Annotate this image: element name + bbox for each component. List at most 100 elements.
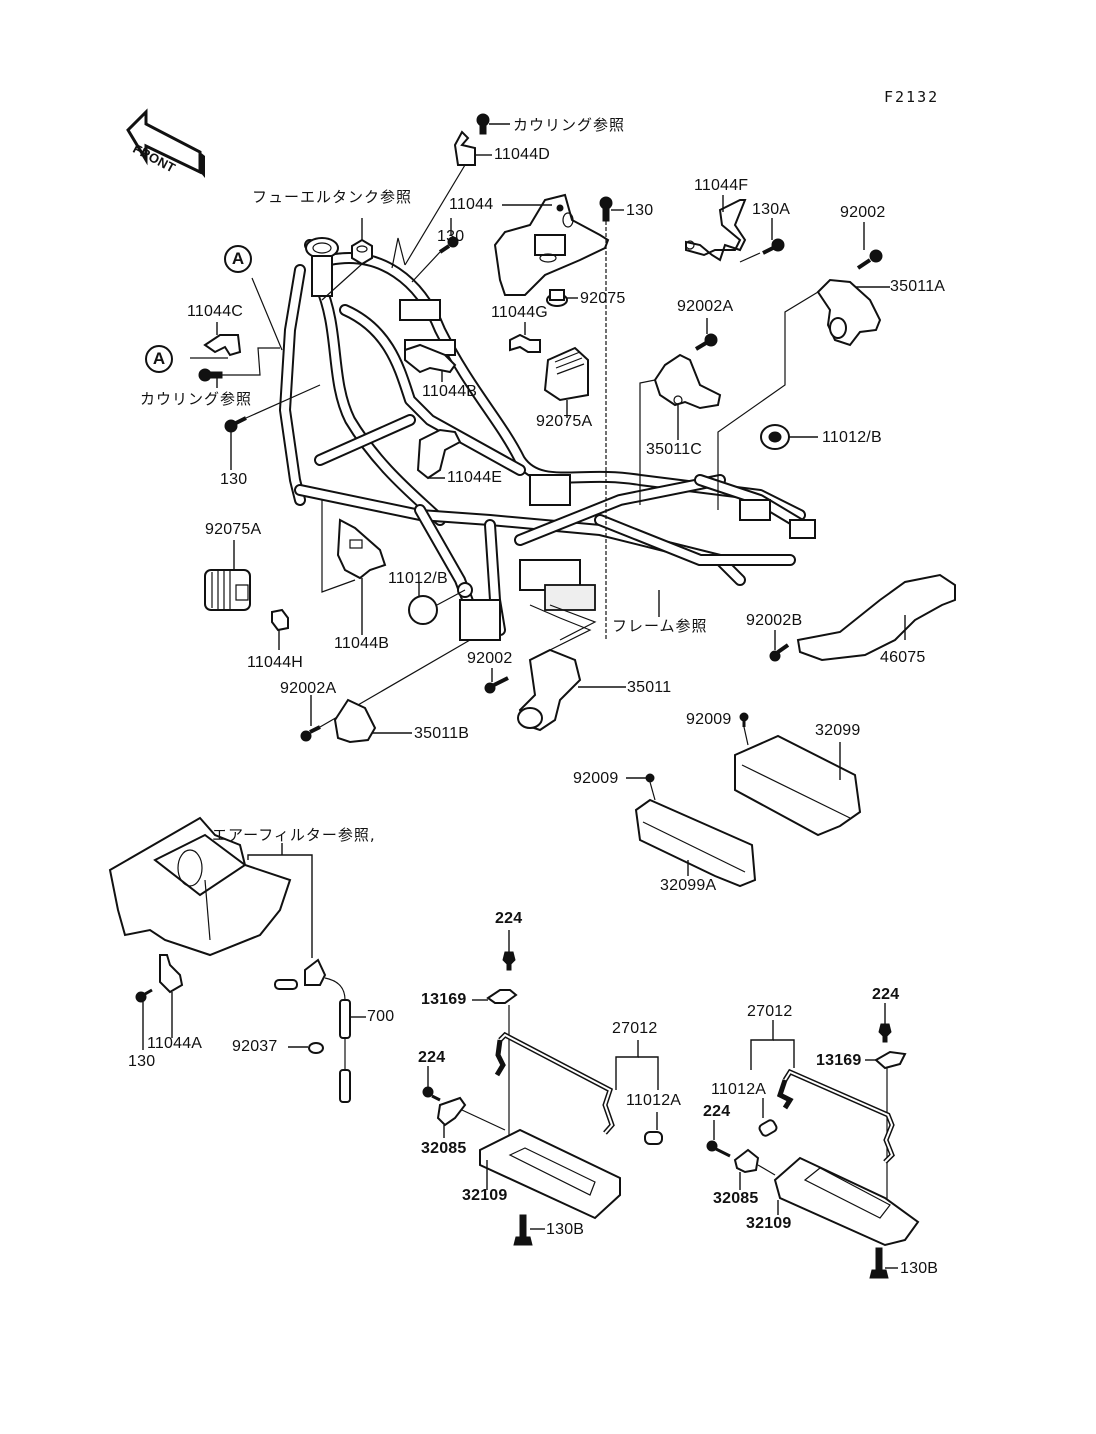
part-label-27012-r[interactable]: 27012	[747, 1003, 793, 1020]
bolt-224-l1	[502, 930, 516, 971]
bracket-11044B-bottom	[321, 500, 387, 635]
side-cover-32099	[734, 734, 862, 837]
part-label-92002-top[interactable]: 92002	[840, 204, 886, 221]
part-label-11044E[interactable]: 11044E	[447, 469, 503, 486]
tray-32109-l	[479, 1128, 621, 1220]
main-frame	[279, 237, 816, 641]
bolt-92002A-top	[694, 318, 718, 351]
part-label-224-r2[interactable]: 224	[703, 1103, 731, 1120]
grommet-11012B-right	[760, 424, 818, 450]
bolt-92009-a	[739, 712, 749, 746]
part-label-35011A[interactable]: 35011A	[890, 278, 946, 295]
part-label-11012A-l[interactable]: 11012A	[626, 1092, 682, 1109]
bolt-cowling-top	[476, 113, 510, 135]
nut-fuel-tank	[321, 218, 373, 301]
part-label-11012B-mid[interactable]: 11012/B	[388, 570, 448, 587]
bolt-130-top	[599, 196, 624, 640]
part-label-224-l2[interactable]: 224	[418, 1049, 446, 1066]
part-label-92075[interactable]: 92075	[580, 290, 626, 307]
part-label-32109-l[interactable]: 32109	[462, 1187, 508, 1204]
part-label-35011B[interactable]: 35011B	[414, 725, 470, 742]
part-label-11012A-r[interactable]: 11012A	[711, 1081, 767, 1098]
part-label-11044F[interactable]: 11044F	[694, 177, 749, 194]
part-label-224-r1[interactable]: 224	[872, 986, 900, 1003]
part-label-11044G[interactable]: 11044G	[491, 304, 548, 321]
part-label-92037[interactable]: 92037	[232, 1038, 278, 1055]
bracket-11044F	[685, 195, 747, 262]
reference-marker-a-top: A	[224, 245, 252, 273]
clip-11044H	[271, 608, 289, 650]
cowling-reference-top: カウリング参照	[513, 116, 626, 134]
air-filter-box	[108, 816, 292, 957]
part-label-32099A[interactable]: 32099A	[660, 877, 717, 894]
reference-marker-a-left: A	[145, 345, 173, 373]
hose-700	[274, 958, 366, 1103]
part-label-130B-r[interactable]: 130B	[900, 1260, 939, 1277]
bolt-92002-mid	[484, 668, 509, 694]
frame-reference-leader	[549, 590, 660, 641]
cap-11012A-r	[758, 1098, 778, 1137]
part-label-92002A-top[interactable]: 92002A	[677, 298, 734, 315]
bracket-11044D	[391, 130, 492, 269]
part-label-92075A-top[interactable]: 92075A	[536, 413, 593, 430]
bracket-13169-r	[865, 1050, 907, 1205]
part-label-11044D[interactable]: 11044D	[494, 146, 551, 163]
part-label-27012-l[interactable]: 27012	[612, 1020, 658, 1037]
part-label-92002A-bottom[interactable]: 92002A	[280, 680, 337, 697]
part-label-224-l1[interactable]: 224	[495, 910, 523, 927]
part-label-130-left[interactable]: 130	[220, 471, 248, 488]
bolt-130B-r	[869, 1247, 898, 1279]
part-label-92009-b[interactable]: 92009	[573, 770, 619, 787]
bolt-92002-top	[856, 222, 883, 270]
grommet-92075	[546, 289, 578, 307]
part-label-32099[interactable]: 32099	[815, 722, 861, 739]
air-filter-reference: エアーフィルター参照,	[212, 826, 376, 844]
side-cover-32099A	[634, 798, 757, 888]
figure-code: F2132	[884, 88, 940, 106]
bolt-224-r2	[706, 1120, 731, 1158]
part-label-92002B[interactable]: 92002B	[746, 612, 803, 629]
front-arrow-icon	[126, 108, 205, 178]
part-label-13169-l[interactable]: 13169	[421, 991, 467, 1008]
part-label-130-bottom[interactable]: 130	[128, 1053, 156, 1070]
step-bar-46075	[796, 573, 956, 662]
bracket-11044A	[159, 954, 184, 1038]
bolt-130A	[739, 218, 785, 263]
grommet-11012B-mid	[408, 582, 466, 625]
tray-32109-r	[773, 1156, 920, 1247]
part-label-13169-r[interactable]: 13169	[816, 1052, 862, 1069]
rod-27012-l	[494, 1031, 659, 1135]
part-label-35011[interactable]: 35011	[627, 679, 672, 696]
part-label-92009-a[interactable]: 92009	[686, 711, 732, 728]
part-label-11044A[interactable]: 11044A	[147, 1035, 203, 1052]
bracket-13169-l	[472, 989, 518, 1140]
part-label-92002-mid[interactable]: 92002	[467, 650, 513, 667]
part-label-11044C[interactable]: 11044C	[187, 303, 244, 320]
part-label-32085-r[interactable]: 32085	[713, 1190, 759, 1207]
bolt-224-l2	[422, 1066, 441, 1102]
part-label-32109-r[interactable]: 32109	[746, 1215, 792, 1232]
bracket-35011C	[639, 353, 722, 505]
part-label-11044B-bottom[interactable]: 11044B	[334, 635, 390, 652]
damper-92075A-left	[204, 540, 251, 611]
bolt-92009-b	[626, 773, 656, 801]
clip-11044G	[509, 322, 541, 353]
bracket-11044	[493, 193, 610, 296]
part-label-35011C[interactable]: 35011C	[646, 441, 703, 458]
part-label-92075A-left[interactable]: 92075A	[205, 521, 262, 538]
part-label-130A[interactable]: 130A	[752, 201, 791, 218]
part-label-46075[interactable]: 46075	[880, 649, 926, 666]
part-label-11012B-right[interactable]: 11012/B	[822, 429, 882, 446]
part-label-32085-l[interactable]: 32085	[421, 1140, 467, 1157]
part-label-11044B-top[interactable]: 11044B	[422, 383, 478, 400]
part-label-700[interactable]: 700	[367, 1008, 395, 1025]
fuel-tank-reference: フューエルタンク参照	[252, 188, 413, 206]
part-label-11044[interactable]: 11044	[449, 196, 494, 213]
part-label-130-mid[interactable]: 130	[437, 228, 465, 245]
cap-11012A-l	[644, 1112, 663, 1145]
part-label-130B-l[interactable]: 130B	[546, 1221, 585, 1238]
part-label-11044H[interactable]: 11044H	[247, 654, 304, 671]
bracket-35011A	[717, 278, 890, 510]
part-label-130-top[interactable]: 130	[626, 202, 654, 219]
